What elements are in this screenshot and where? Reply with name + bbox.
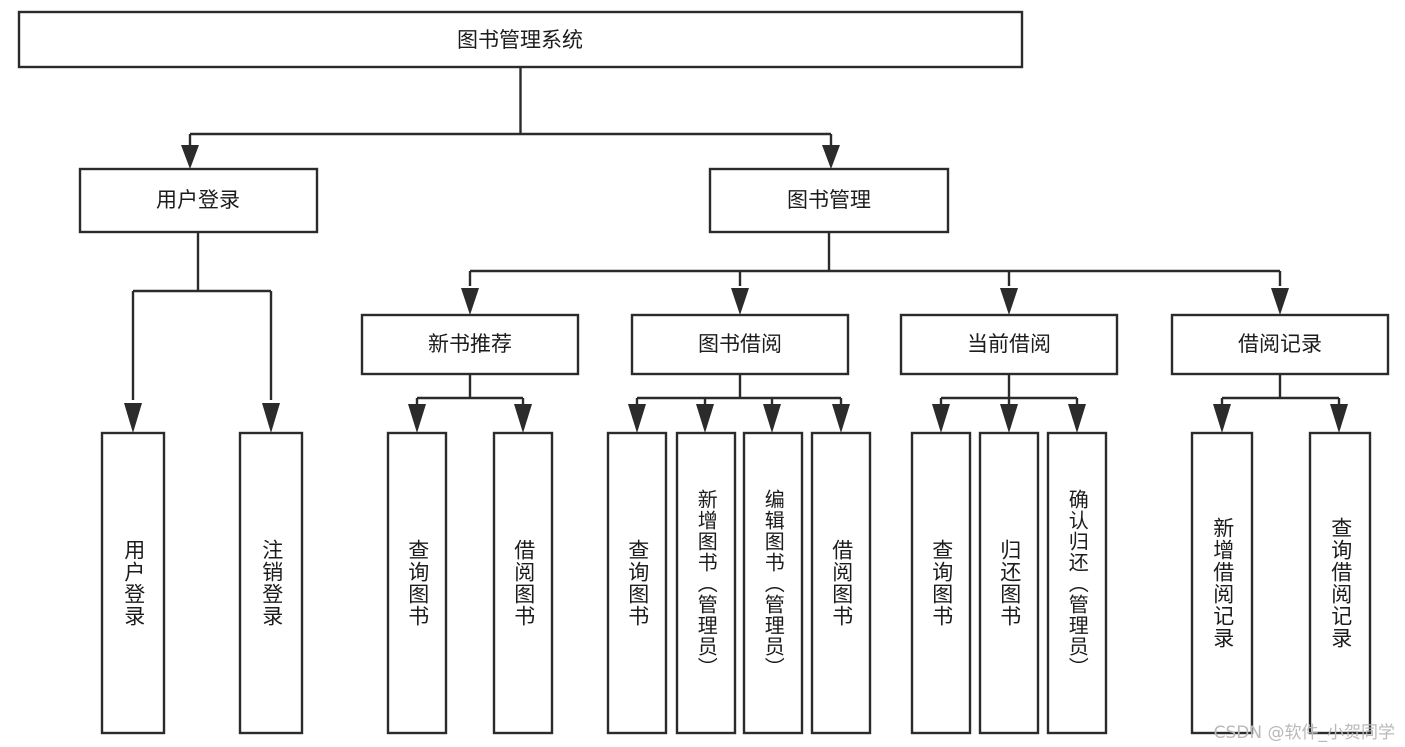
leaf-newbook-query[interactable] (386, 431, 448, 735)
connector-newbook-to-leaves (408, 374, 532, 433)
node-book-management-label: 图书管理 (787, 188, 871, 212)
leaf-borrowrecords-query[interactable] (1308, 431, 1372, 735)
node-new-book-recommend-label: 新书推荐 (428, 332, 512, 356)
node-book-management[interactable]: 图书管理 (708, 167, 950, 234)
node-current-borrow-label: 当前借阅 (967, 332, 1051, 356)
connector-userlogin-to-leaves (124, 232, 280, 433)
node-current-borrow[interactable]: 当前借阅 (899, 313, 1119, 376)
csdn-watermark: CSDN @软件_小贺同学 (1213, 723, 1395, 743)
node-book-borrow-label: 图书借阅 (698, 332, 782, 356)
leaf-newbook-borrow[interactable] (492, 431, 554, 735)
connector-root-to-level2 (181, 67, 840, 169)
leaf-user-login-login[interactable] (100, 431, 166, 735)
connector-currentborrow-to-leaves (932, 374, 1086, 433)
node-borrow-records-label: 借阅记录 (1238, 332, 1322, 356)
leaf-bookborrow-query[interactable] (606, 431, 668, 735)
leaf-bookborrow-add[interactable] (675, 431, 737, 735)
connector-borrowrecords-to-leaves (1213, 374, 1348, 433)
node-root-label: 图书管理系统 (457, 28, 583, 52)
node-user-login-label: 用户登录 (156, 188, 240, 212)
leaf-currentborrow-return[interactable] (978, 431, 1040, 735)
leaf-borrowrecords-add[interactable] (1190, 431, 1254, 735)
leaf-currentborrow-query[interactable] (910, 431, 972, 735)
leaf-bookborrow-edit[interactable] (742, 431, 804, 735)
node-user-login[interactable]: 用户登录 (78, 167, 319, 234)
leaf-user-login-logout[interactable] (238, 431, 304, 735)
leaf-currentborrow-confirm[interactable] (1046, 431, 1108, 735)
connector-bookmgmt-to-level3 (461, 232, 1289, 315)
node-book-borrow[interactable]: 图书借阅 (630, 313, 850, 376)
leaf-bookborrow-borrow[interactable] (810, 431, 872, 735)
node-new-book-recommend[interactable]: 新书推荐 (360, 313, 580, 376)
node-borrow-records[interactable]: 借阅记录 (1170, 313, 1390, 376)
connector-bookborrow-to-leaves (628, 374, 850, 433)
node-root[interactable]: 图书管理系统 (17, 10, 1024, 69)
